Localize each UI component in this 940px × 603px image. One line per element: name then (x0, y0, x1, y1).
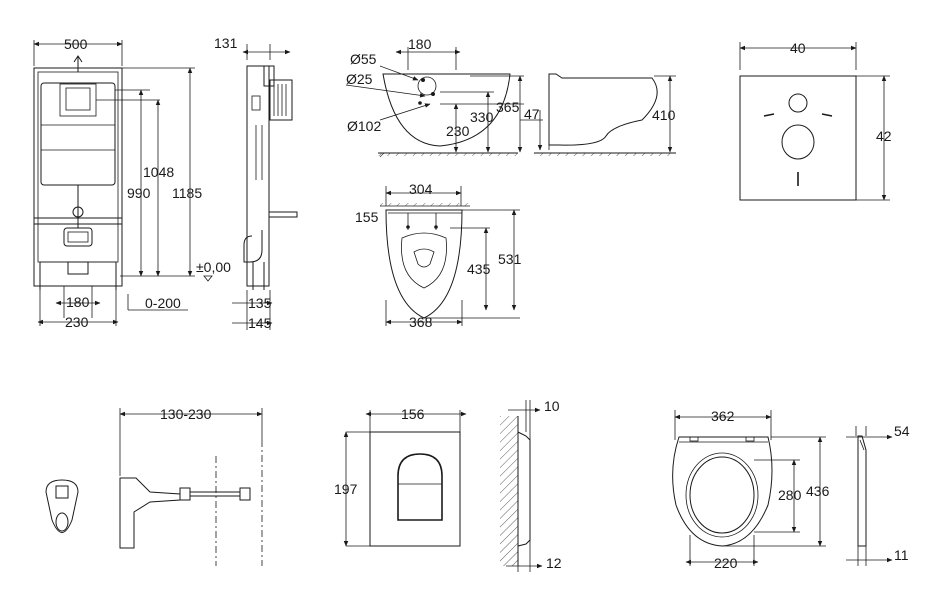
wc-offset-label: 47 (524, 106, 540, 122)
floor-level-label: ±0,00 (196, 259, 231, 275)
side-145-label: 145 (248, 315, 272, 331)
height-990-label: 990 (127, 185, 151, 201)
wc-profile: 47 410 (520, 73, 676, 156)
bottom-230-label: 230 (65, 314, 89, 330)
wc-length-label: 531 (498, 251, 522, 267)
wc-side-view: 180 Ø55 Ø25 Ø102 230 330 365 (345, 36, 524, 158)
bottom-180-label: 180 (66, 294, 90, 310)
frame-side-view: 131 135 145 (214, 35, 298, 331)
wc-230-label: 230 (446, 123, 470, 139)
mat-height-label: 42 (876, 128, 892, 144)
plate-depth-bottom-label: 12 (546, 555, 562, 571)
side-depth-label: 131 (214, 35, 238, 51)
sound-mat: 40 42 (739, 40, 892, 201)
toilet-seat: 362 220 280 436 54 11 (672, 408, 910, 571)
wc-330-label: 330 (470, 109, 494, 125)
wc-bottom-width-label: 368 (409, 314, 433, 330)
wc-top-width-304-label: 304 (409, 181, 433, 197)
diameter-55-label: Ø55 (350, 51, 377, 67)
side-135-label: 135 (248, 295, 272, 311)
frame-front-view: 500 1048 990 1185 ±0,00 180 230 0-200 (33, 36, 231, 330)
plate-height-label: 197 (334, 481, 358, 497)
seat-inner-length-label: 280 (778, 487, 802, 503)
fixing-range-label: 130-230 (160, 406, 212, 422)
plate-width-label: 156 (401, 406, 425, 422)
seat-length-label: 436 (806, 483, 830, 499)
wc-top-width-label: 180 (408, 36, 432, 52)
height-1185-label: 1185 (172, 185, 202, 201)
wc-365-label: 365 (496, 99, 520, 115)
seat-width-label: 362 (711, 408, 735, 424)
wc-inner-length-label: 435 (467, 261, 491, 277)
flush-plate: 156 197 10 12 (334, 398, 562, 572)
seat-side-top-label: 54 (894, 423, 910, 439)
diameter-102-label: Ø102 (347, 118, 381, 134)
seat-side-bottom-label: 11 (894, 547, 909, 563)
wc-top-view: 304 155 435 531 368 (355, 181, 522, 330)
height-1048-label: 1048 (143, 164, 174, 180)
bolt-spacing-label: 155 (355, 209, 379, 225)
mat-width-label: 40 (790, 40, 806, 56)
seat-inner-width-label: 220 (714, 555, 738, 571)
flush-arrow-icon (73, 55, 83, 72)
floor-range-label: 0-200 (145, 295, 181, 311)
diameter-25-label: Ø25 (346, 71, 373, 87)
plate-depth-top-label: 10 (544, 398, 560, 414)
fixing-set: 130-230 (45, 406, 263, 566)
wc-profile-height-label: 410 (652, 107, 676, 123)
frame-width-label: 500 (64, 36, 88, 52)
